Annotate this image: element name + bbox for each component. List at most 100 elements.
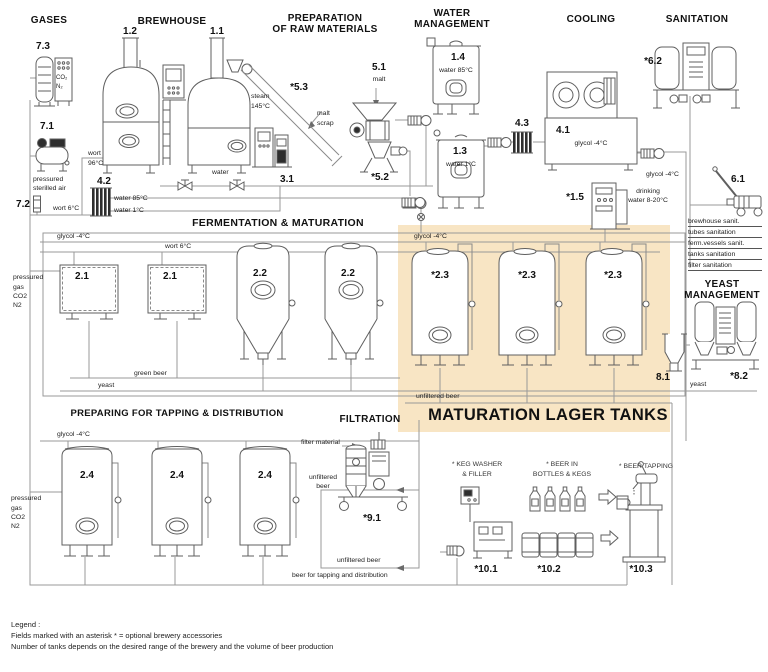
- tag-lager-tank-3: *2.3: [604, 270, 622, 281]
- label-unfiltered-1: unfiltered: [309, 474, 337, 481]
- sanitation-item-tubes: tubes sanitation: [688, 229, 762, 238]
- label-green-beer: green beer: [134, 370, 167, 377]
- tag-yeast-collector: 8.1: [656, 372, 670, 383]
- tag-water-treatment: *1.5: [566, 192, 584, 203]
- label-malt-scrap-2: scrap: [317, 120, 334, 127]
- section-title-filtration: FILTRATION: [339, 414, 401, 425]
- label-drinking-2: water 8-20°C: [628, 197, 668, 204]
- sanitation-item-tanks: tanks sanitation: [688, 251, 762, 260]
- label-steam-2: 145°C: [251, 103, 270, 110]
- tag-cip-station: *6.2: [644, 56, 662, 67]
- section-title-gases: GASES: [30, 15, 68, 26]
- label-glycol-right: glycol -4°C: [646, 171, 679, 178]
- legend-line-2: Number of tanks depends on the desired r…: [11, 642, 334, 651]
- label-malt: malt: [372, 76, 386, 83]
- label-glycol-tapping: glycol -4°C: [57, 431, 90, 438]
- sanitation-item-brewhouse: brewhouse sanit.: [688, 218, 762, 227]
- label-glycol-ferm: glycol -4°C: [57, 233, 90, 240]
- label-tank14-water: water 85°C: [439, 67, 473, 74]
- tag-tapping-equipment: *10.3: [629, 564, 653, 575]
- tag-packaging: *10.2: [537, 564, 561, 575]
- gases-equipment: [33, 56, 73, 213]
- tag-service-tank-3: 2.4: [258, 470, 272, 481]
- tag-air-filter: 7.2: [16, 199, 30, 210]
- tag-malt-mill: *5.2: [371, 172, 389, 183]
- gas-feed-lower-2: gas: [11, 505, 22, 512]
- keg-washer-title-1: * KEG WASHER: [451, 461, 503, 468]
- label-yeast-left: yeast: [98, 382, 115, 389]
- label-water-85: water 85°C: [114, 195, 148, 202]
- label-steam-1: steam: [251, 93, 270, 100]
- label-co2: CO₂: [56, 75, 68, 81]
- gas-feed-upper-4: N2: [13, 302, 22, 309]
- section-title-brewhouse: BREWHOUSE: [137, 16, 207, 27]
- label-unfiltered-bottom: unfiltered beer: [337, 557, 381, 564]
- sanitation-item-vessels: ferm.vessels sanit.: [688, 240, 762, 249]
- gas-feed-upper-3: CO2: [13, 293, 27, 300]
- raw-materials-equipment: [240, 63, 427, 209]
- fermentation-tanks: [59, 242, 650, 366]
- tag-yeast-storage: *8.2: [730, 371, 748, 382]
- label-wort-ferm: wort 6°C: [165, 243, 192, 250]
- tag-lager-tank-2: *2.3: [518, 270, 536, 281]
- section-title-yeast-2: MANAGEMENT: [684, 290, 760, 301]
- tag-keg-washer: *10.1: [474, 564, 498, 575]
- label-n2: N₂: [56, 84, 63, 90]
- tag-control-cabinet: 3.1: [280, 174, 294, 185]
- label-yeast-right: yeast: [690, 381, 707, 388]
- tag-sanitation-trolley: 6.1: [731, 174, 745, 185]
- tag-cold-water-tank: 1.3: [453, 146, 467, 157]
- yeast-equipment: [662, 301, 759, 372]
- label-glycol-lager: glycol -4°C: [414, 233, 447, 240]
- maturation-banner: MATURATION LAGER TANKS: [428, 406, 668, 424]
- bottom-equipment: [61, 432, 666, 563]
- label-water-valves: water: [212, 169, 229, 176]
- tag-lager-tank-1: *2.3: [431, 270, 449, 281]
- tag-cooling-unit: 4.1: [556, 125, 570, 136]
- gas-feed-lower-4: N2: [11, 523, 20, 530]
- gas-feed-upper-1: pressured: [13, 274, 44, 281]
- section-title-tapping: PREPARING FOR TAPPING & DISTRIBUTION: [70, 408, 284, 419]
- label-drinking-1: drinking: [636, 188, 660, 195]
- gas-feed-lower-1: pressured: [11, 495, 42, 502]
- label-wort-hot-2: 96°C: [88, 160, 104, 167]
- gas-feed-lower-3: CO2: [11, 514, 25, 521]
- gas-feed-upper-2: gas: [13, 284, 24, 291]
- water-valves: [177, 179, 425, 221]
- tag-gas-station: 7.3: [36, 41, 50, 52]
- tag-malt-conveyor: *5.3: [290, 82, 308, 93]
- label-tank13-water: water 1°C: [446, 161, 476, 168]
- tag-hot-water-tank: 1.4: [451, 52, 465, 63]
- water-equipment: [401, 37, 512, 209]
- tag-wort-cooler: 4.2: [97, 176, 111, 187]
- section-title-sanitation: SANITATION: [665, 14, 729, 25]
- label-wort-cold: wort 6°C: [53, 205, 80, 212]
- label-unfiltered-lager: unfiltered beer: [416, 393, 460, 400]
- section-title-fermentation: FERMENTATION & MATURATION: [192, 217, 364, 229]
- tag-air-compressor: 7.1: [40, 121, 54, 132]
- label-filter-material: filter material: [301, 439, 340, 446]
- brewhouse-equipment: [90, 37, 292, 217]
- tag-cct-fermenter-2: 2.2: [341, 268, 355, 279]
- legend-line-1: Fields marked with an asterisk * = optio…: [11, 631, 223, 640]
- sanitation-item-filter: filter sanitation: [688, 262, 762, 271]
- tag-kettle-left: 1.2: [123, 26, 137, 37]
- label-pressured-air-1: pressured: [33, 176, 64, 183]
- bottles-title-2: BOTTLES & KEGS: [532, 471, 592, 478]
- tag-beer-filter: *9.1: [363, 513, 381, 524]
- label-glycol-cooling: glycol -4°C: [574, 140, 608, 147]
- label-water-1: water 1°C: [114, 207, 144, 214]
- section-title-cooling: COOLING: [566, 14, 616, 25]
- tag-malt-hopper: 5.1: [372, 62, 386, 73]
- section-title-water-1: WATER: [433, 8, 471, 19]
- section-title-raw-materials-1: PREPARATION: [287, 13, 363, 24]
- sanitation-equipment: [590, 42, 763, 230]
- label-wort-hot-1: wort: [88, 150, 101, 157]
- section-title-water-2: MANAGEMENT: [414, 19, 490, 30]
- tag-glycol-exchanger: 4.3: [515, 118, 529, 129]
- tag-kettle-right: 1.1: [210, 26, 224, 37]
- label-malt-scrap-1: malt: [317, 110, 330, 117]
- section-title-raw-materials-2: OF RAW MATERIALS: [272, 24, 378, 35]
